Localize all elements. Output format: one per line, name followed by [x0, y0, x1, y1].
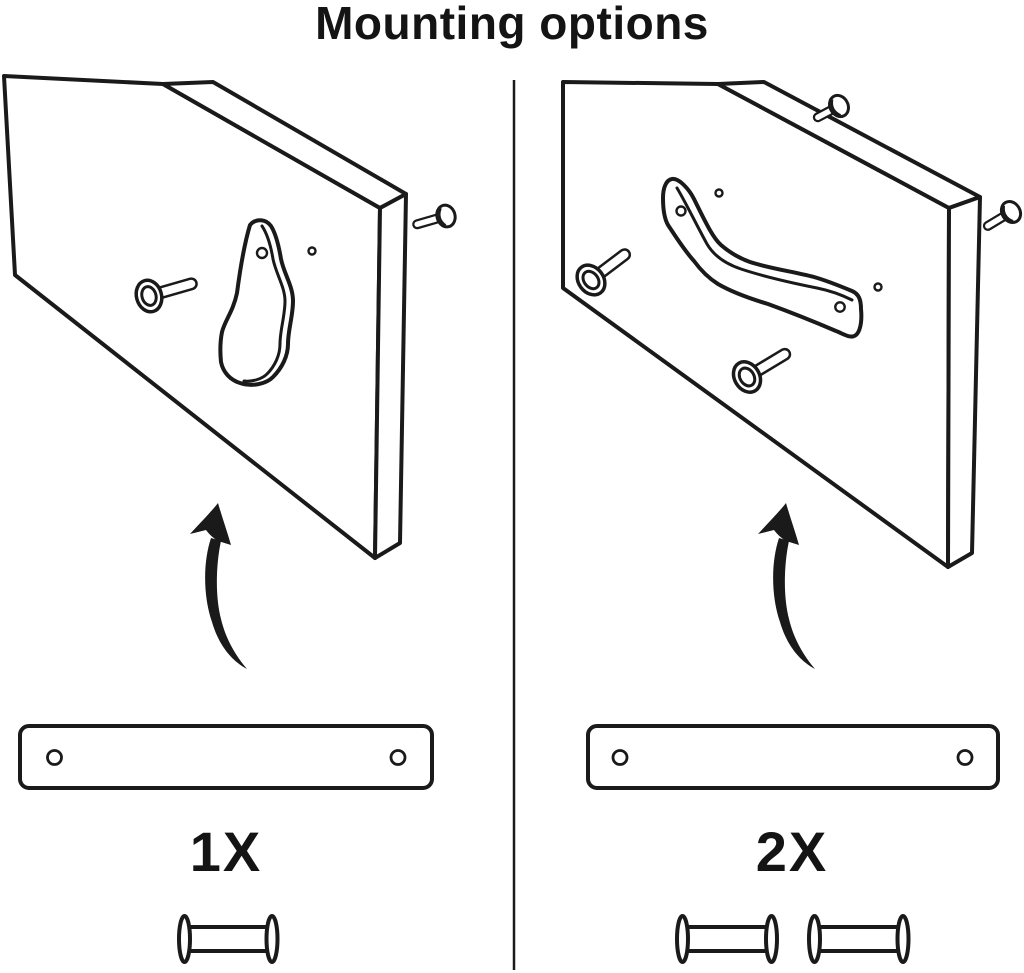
barrel-screw-icon [807, 914, 911, 964]
wave-bracket-outline [661, 177, 864, 339]
screw-head-ring-inner [140, 285, 158, 307]
page-title: Mounting options [315, 0, 709, 49]
pilot-hole-top [714, 188, 724, 198]
wave-bracket [661, 177, 864, 339]
arrow-up-icon [190, 503, 247, 669]
board-right [561, 80, 982, 569]
mounting-rail-right [586, 724, 1000, 790]
barrel-screw-icon [675, 914, 779, 964]
rail-plate [18, 724, 434, 790]
screw-left-board-right-panel [575, 248, 632, 297]
option-1-panel [2, 74, 457, 964]
option-1-count-label: 1X [189, 820, 263, 883]
board-side-edge [373, 192, 408, 560]
wave-bracket-hole-right [834, 301, 846, 313]
screw-floating-left-panel [412, 203, 457, 230]
hook-bracket [218, 218, 295, 387]
rail-plate [586, 724, 1000, 790]
board-left [2, 74, 408, 560]
option-2-count-label: 2X [755, 820, 829, 883]
mounting-rail-left [18, 724, 434, 790]
wave-bracket-hole-left [675, 205, 687, 217]
hook-bracket-screw-hole [255, 246, 269, 260]
screw-head-rim [830, 99, 842, 117]
hook-bracket-thickness-line [242, 224, 287, 383]
screw-head-dome [435, 203, 457, 229]
screw-head-rim [1002, 205, 1014, 223]
screw-floating-top-right-panel [812, 93, 850, 123]
screw-floating-right-right-panel [982, 199, 1023, 231]
rail-hole-right [389, 749, 407, 766]
pilot-hole-right [873, 282, 883, 292]
pilot-hole [307, 246, 317, 256]
option-2-panel [561, 80, 1023, 964]
rail-hole-left [611, 749, 629, 766]
rail-hole-left [46, 749, 63, 766]
barrel-screw-icon [177, 914, 280, 964]
rail-hole-right [956, 749, 974, 766]
board-side-edge [946, 195, 982, 569]
screw-head-ring-inner [581, 269, 601, 291]
screw-head-rim [438, 207, 447, 227]
screw-head-ring-inner [737, 366, 757, 388]
screw-bottom-board-right-panel [731, 347, 792, 394]
wave-bracket-thickness-line [675, 186, 854, 302]
screw-left-board [134, 277, 198, 314]
arrow-up-icon [758, 503, 815, 669]
